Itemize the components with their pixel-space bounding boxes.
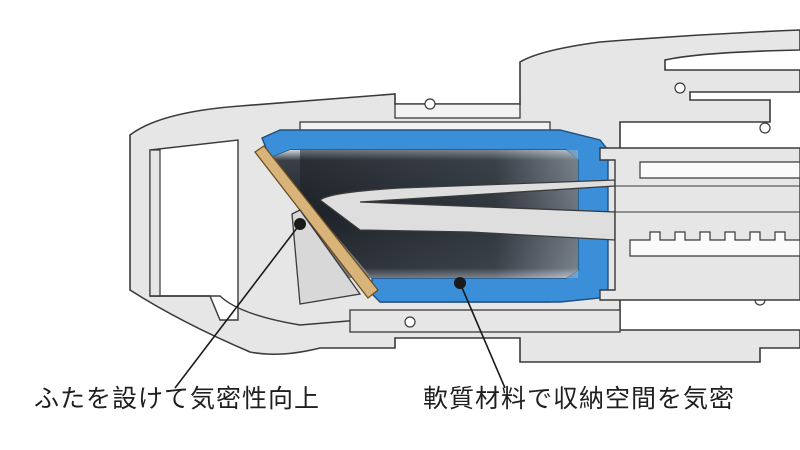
rivet (404, 316, 416, 328)
cap-inner-hollow (149, 139, 239, 321)
caption-soft-material: 軟質材料で収納空間を気密 (423, 384, 736, 413)
rivet (674, 82, 686, 94)
rivet (759, 122, 771, 134)
leader-dot-seal (454, 277, 466, 289)
feed-teeth-lower (629, 231, 800, 257)
lower-ledge-2 (349, 309, 621, 333)
feed-channel (615, 185, 800, 213)
cap-tip-lip (149, 149, 161, 297)
feed-teeth-upper (639, 161, 800, 179)
cap-lower-curve (150, 295, 361, 326)
lid-flap (254, 145, 379, 299)
caption-lid: ふたを設けて気密性向上 (34, 384, 321, 413)
leader-dot-lid (294, 218, 306, 230)
leader-line-lid (174, 223, 301, 389)
upper-ledge-2 (394, 103, 521, 119)
lid-support (291, 209, 362, 305)
leader-line-seal (459, 282, 506, 389)
rivet (424, 98, 436, 110)
